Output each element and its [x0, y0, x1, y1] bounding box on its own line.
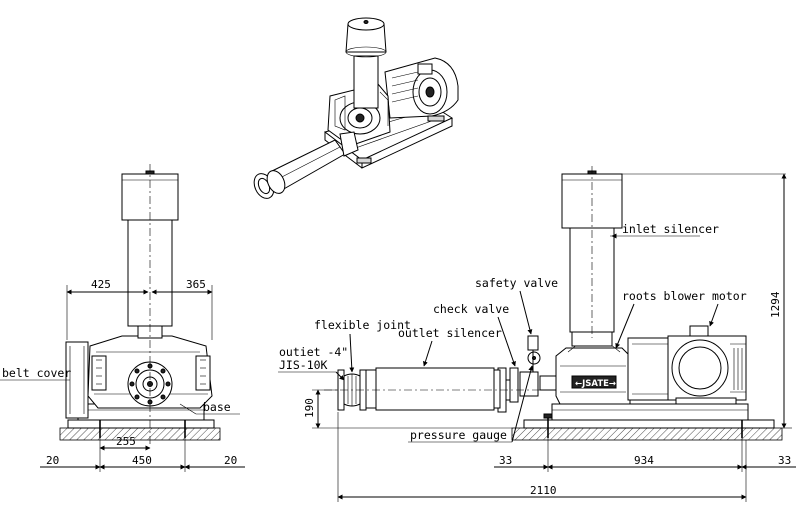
label-outlet-silencer: outlet silencer — [398, 326, 502, 340]
safety-valve-body — [527, 335, 539, 351]
dim-front-base-width: 450 — [132, 454, 152, 467]
label-flexible-joint: flexible joint — [314, 318, 411, 332]
side-base-plate — [523, 419, 775, 429]
front-base-plate — [67, 419, 215, 429]
dim-overall-height: 1294 — [769, 291, 782, 318]
label-safety-valve: safety valve — [475, 276, 558, 290]
nameplate-text: ←JSATE→H — [575, 379, 623, 389]
dim-front-right-width: 365 — [186, 278, 206, 291]
label-outlet-line2: JIS-10K — [279, 358, 328, 372]
dim-side-base-length: 934 — [634, 454, 654, 467]
label-pressure-gauge: pressure gauge — [410, 428, 507, 442]
front-foundation — [59, 427, 221, 441]
dim-front-bolt-offset: 255 — [116, 435, 136, 448]
dim-overall-length: 2110 — [530, 484, 557, 497]
dim-front-edge-left: 20 — [46, 454, 59, 467]
label-roots-blower: roots blower motor — [622, 289, 747, 303]
label-base: base — [203, 400, 231, 414]
label-inlet-silencer: inlet silencer — [622, 222, 719, 236]
dim-side-outlet-height: 190 — [303, 398, 316, 418]
front-view: 425 365 255 20 450 20 belt cover base — [0, 164, 245, 472]
dim-front-left-width: 425 — [91, 278, 111, 291]
side-nameplate-bg — [571, 375, 617, 389]
label-belt-cover: belt cover — [2, 366, 71, 380]
isometric-view — [253, 17, 459, 199]
outlet-silencer — [375, 367, 495, 411]
dim-front-edge-right: 20 — [224, 454, 237, 467]
side-view: ←JSATE→H — [278, 166, 796, 502]
label-outlet-line1: outiet -4" — [279, 345, 348, 359]
dim-side-edge-left: 33 — [499, 454, 512, 467]
dim-side-edge-right: 33 — [778, 454, 791, 467]
label-check-valve: check valve — [433, 302, 509, 316]
